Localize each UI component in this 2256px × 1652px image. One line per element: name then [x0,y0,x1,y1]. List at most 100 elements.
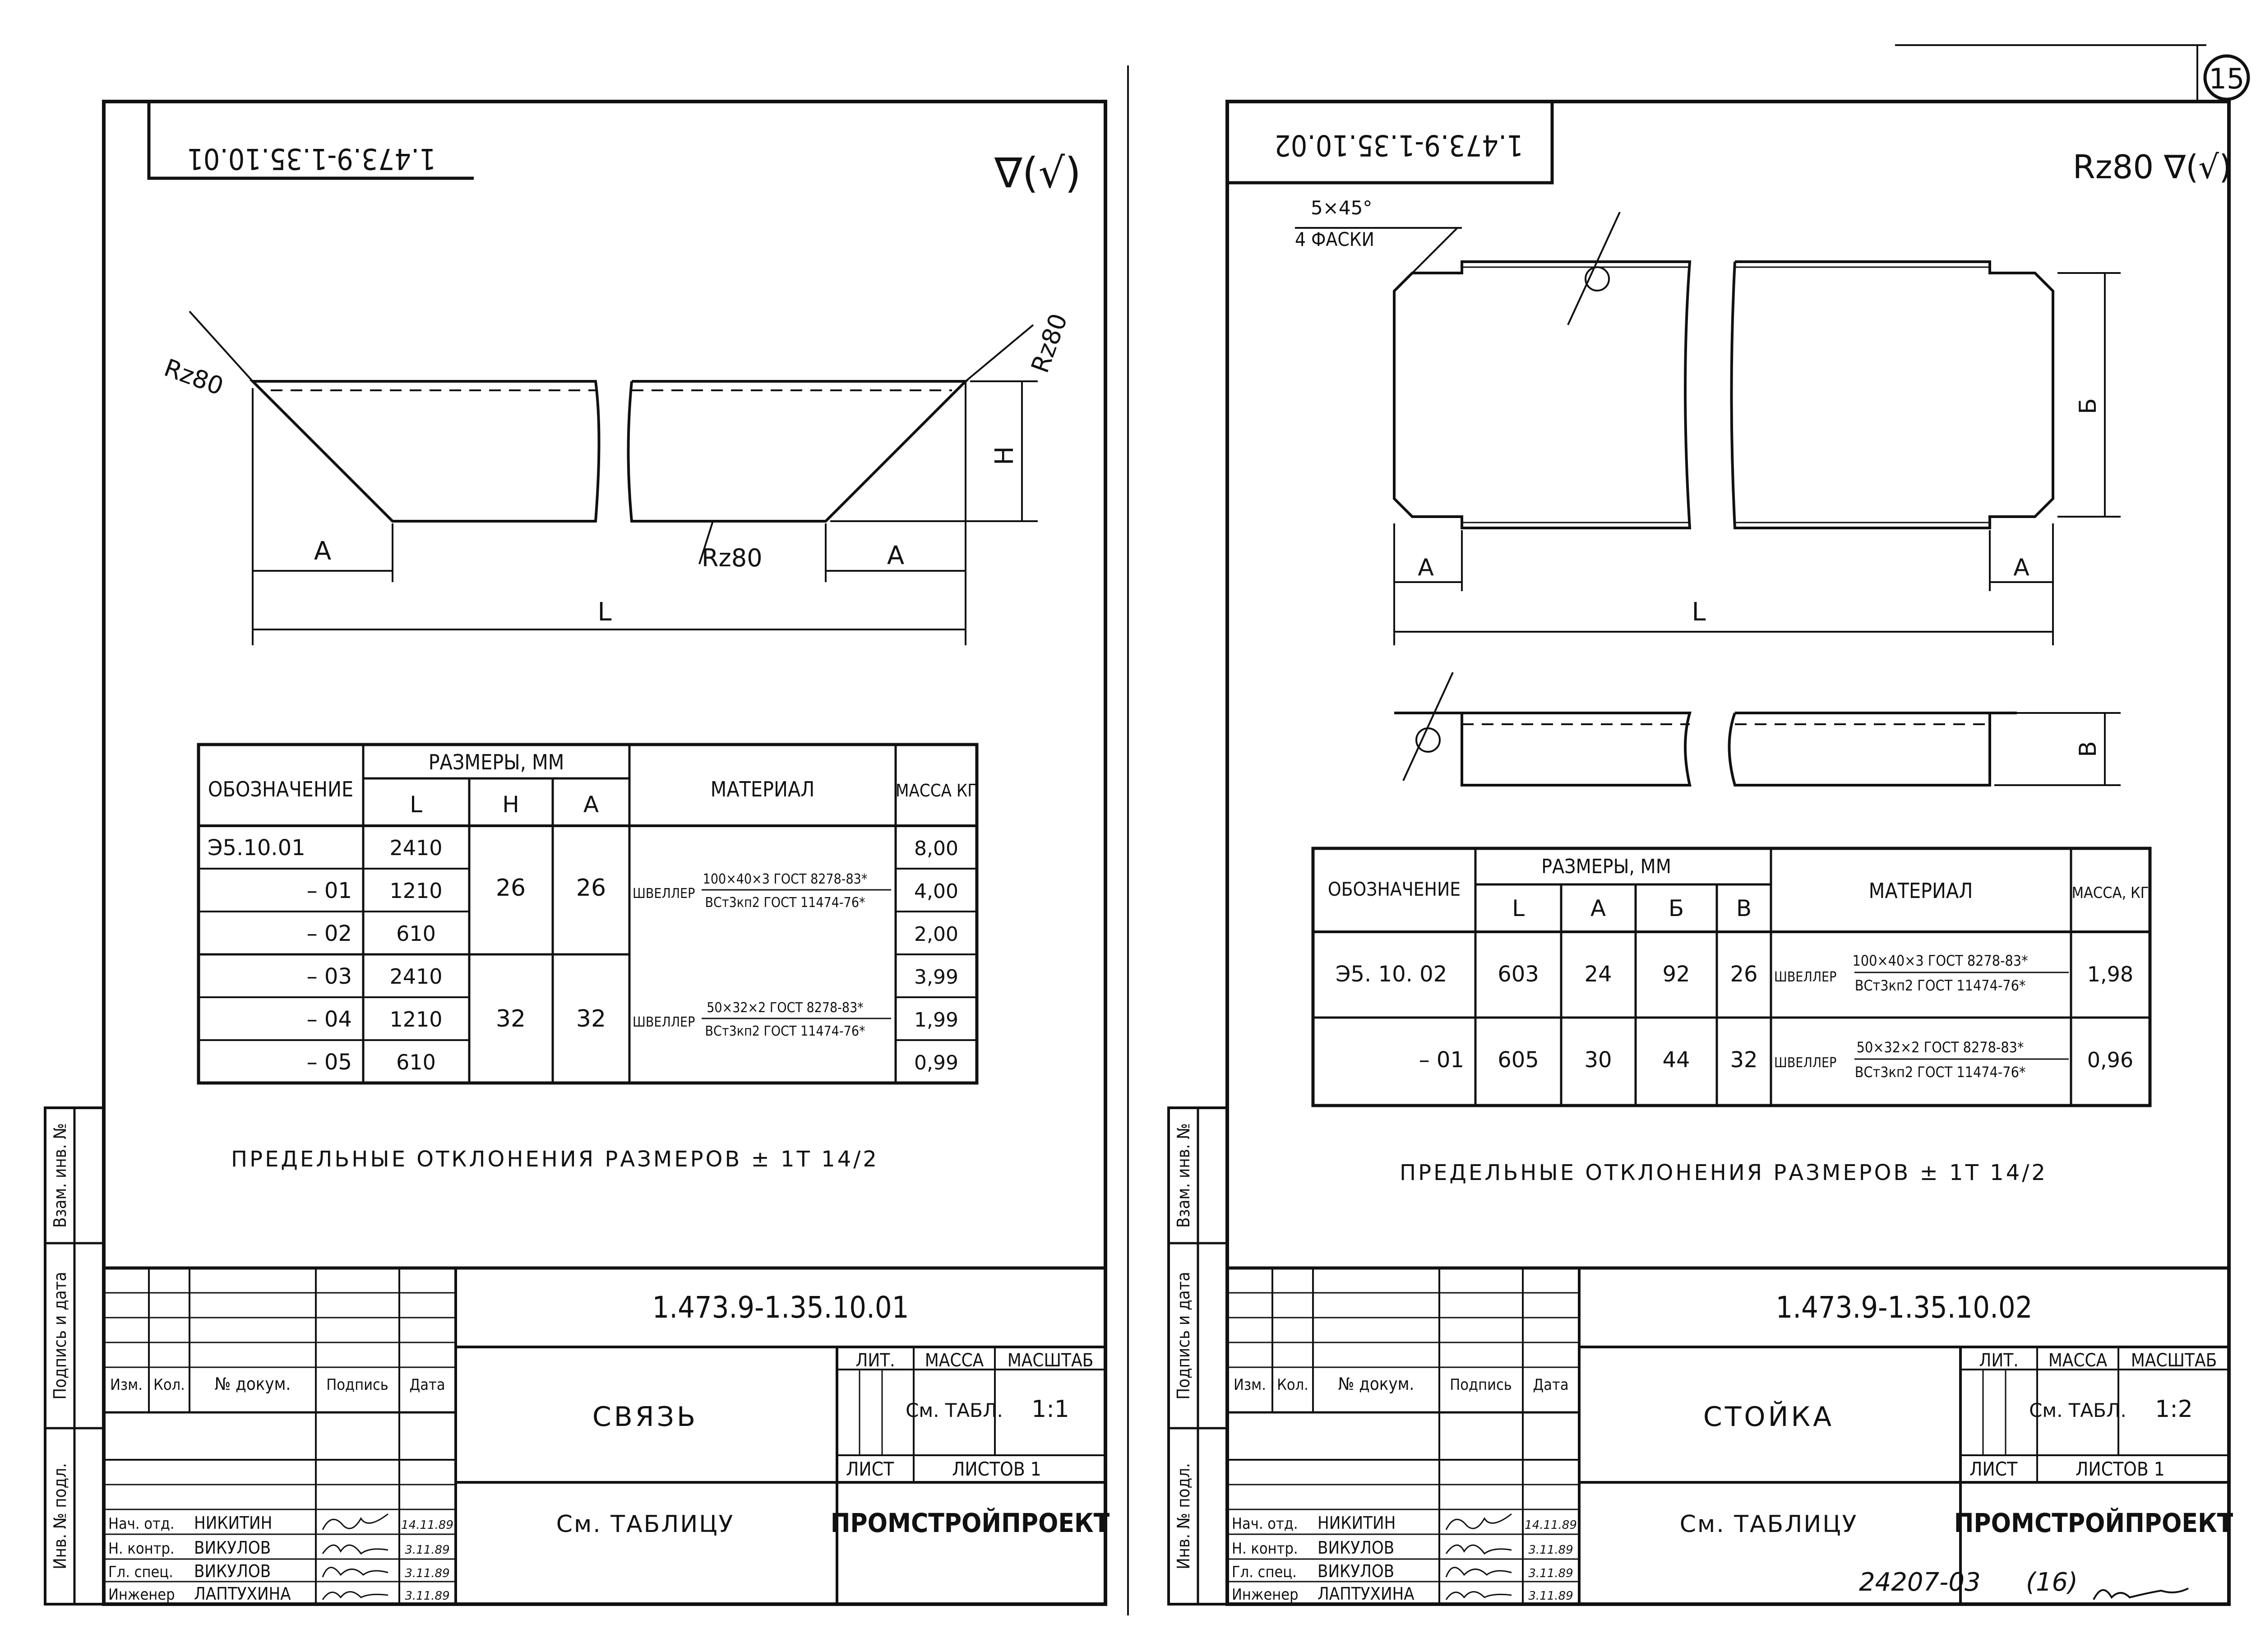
sheet-1-row-5-designation: – 05 [307,1050,352,1075]
sheet-1-row-0-mass: 8,00 [914,837,958,860]
sheet-1-col-kol: Кол. [153,1376,185,1394]
sheet-2-date-1: 3.11.89 [1528,1543,1573,1557]
sheet-1-date-1: 3.11.89 [405,1543,449,1557]
sheet-2-stamp-code: 1.473.9-1.35.10.02 [1274,128,1523,162]
sheet-1-row-3-designation: – 03 [307,964,352,989]
sheet-2-strip-podpis: Подпись и дата [1174,1272,1193,1399]
sheet-1-header-size-h: H [502,791,519,818]
archive-number: 24207-03 [1859,1568,1981,1597]
sheet-2-role-2: Гл. спец. [1232,1563,1297,1581]
sheet-1-header-size-a: A [583,791,599,818]
sheet-1-title-name: СВЯЗЬ [592,1401,698,1433]
archive-sub: (16) [2026,1568,2078,1597]
sheet-1-strip-vzam: Взам. инв. № [50,1123,70,1228]
sheet-1-strip-inv-podl: Инв. № подл. [50,1463,70,1569]
sheet-2-col-izm: Изм. [1234,1376,1266,1394]
sheet-1-header-designation: ОБОЗНАЧЕНИЕ [208,777,353,801]
page-number: 15 [2209,62,2245,95]
sheet-1-col-izm: Изм. [110,1376,143,1394]
sheet-2-row-1-v: 32 [1730,1047,1757,1073]
sheet-1-row-4-mass: 1,99 [914,1009,958,1032]
sheet-2-sheets-label: ЛИСТОВ 1 [2076,1458,2165,1480]
sheet-1-group-1-h: 32 [496,1005,526,1032]
sheet-1-group-1-a: 32 [576,1005,606,1032]
sheet-1-group-1-material-den: ВСт3кп2 ГОСТ 11474-76* [705,1023,865,1039]
sheet-1-dim-h: H [990,446,1019,465]
sheet-1-sheet-label: ЛИСТ [846,1458,894,1480]
sheet-2-name-1: ВИКУЛОВ [1318,1538,1394,1558]
sheet-1-row-2-l: 610 [396,921,436,946]
sheet-2-col-date: Дата [1533,1376,1568,1394]
sheet-2-row-0-l: 603 [1498,962,1539,987]
sheet-2-name-2: ВИКУЛОВ [1318,1561,1394,1581]
sheet-2-part-drawing: 5×45° 4 ФАСКИ A A L [1295,197,2121,787]
sheet-2-header-size-b: Б [1669,895,1684,921]
sheet-1-dim-a-right: A [887,541,904,570]
sheet-2-scale-label: МАСШТАБ [2131,1350,2217,1371]
sheet-1-row-4-l: 1210 [389,1007,442,1032]
sheet-1-scale-value: 1:1 [1031,1396,1069,1423]
sheet-1-header-material: МАТЕРИАЛ [711,777,815,801]
sheet-1-row-3-l: 2410 [389,964,442,989]
sheet-2-parts-table: ОБОЗНАЧЕНИЕ РАЗМЕРЫ, ММ L A Б В МАТЕРИАЛ… [1311,847,2152,1107]
sheet-1-title-code: 1.473.9-1.35.10.01 [652,1290,909,1325]
sheet-2-col-sign: Подпись [1450,1376,1512,1394]
sheet-2-row-1-l: 605 [1498,1047,1539,1073]
sheet-2-row-0-v: 26 [1730,962,1757,987]
sheet-1-rz-right: Rz80 [1026,310,1073,376]
sheet-2-name-3: ЛАПТУХИНА [1318,1584,1415,1604]
sheet-1-row-4-designation: – 04 [307,1007,352,1032]
sheet-2-material-ref: См. ТАБЛИЦУ [1680,1511,1858,1538]
sheet-1-col-sign: Подпись [326,1376,388,1394]
sheet-2-row-1-mass: 0,96 [2087,1048,2133,1072]
sheet-1-col-doc: № докум. [215,1374,291,1394]
page-number-circle [2203,54,2250,101]
sheet-2-date-3: 3.11.89 [1528,1589,1573,1603]
sheet-2-lit-label: ЛИТ. [1979,1350,2018,1371]
sheet-1-group-1-material-num: 50×32×2 ГОСТ 8278-83* [707,1000,864,1016]
sheet-1-name-2: ВИКУЛОВ [194,1561,271,1581]
sheet-1-part-drawing: Rz80 Rz80 Rz80 A A L H [161,310,1073,645]
sheet-2-title-block: Изм. Кол. № докум. Подпись Дата Нач. отд… [1227,1266,2233,1604]
sheet-1-organization: ПРОМСТРОЙПРОЕКТ [831,1507,1110,1538]
sheet-1-row-3-mass: 3,99 [914,966,958,989]
sheet-1-date-0: 14.11.89 [401,1518,453,1532]
sheet-1-row-0-designation: Э5.10.01 [208,835,305,861]
sheet-1-group-0-material-prefix: ШВЕЛЛЕР [633,886,695,902]
sheet-2-chamfer: 5×45° [1311,197,1372,219]
sheet-1-row-5-l: 610 [396,1050,436,1074]
sheet-1: 1.473.9-1.35.10.01 ∇(√) Rz80 Rz80 Rz80 A [44,100,1110,1606]
sheet-2-signatures [1445,1513,1512,1600]
sheet-2-row-1-material-prefix: ШВЕЛЛЕР [1774,1055,1836,1071]
sheet-1-role-1: Н. контр. [108,1540,175,1558]
sheet-2-date-0: 14.11.89 [1525,1518,1577,1532]
sheet-1-mass-label: МАССА [925,1350,984,1371]
sheet-1-header-mass: МАССА КГ [896,781,977,801]
sheet-2-tolerance-note: ПРЕДЕЛЬНЫЕ ОТКЛОНЕНИЯ РАЗМЕРОВ ± 1Т 14/2 [1400,1160,2048,1185]
sheet-2-title-name: СТОЙКА [1703,1400,1834,1433]
sheet-1-row-5-mass: 0,99 [914,1051,958,1074]
sheet-1-row-1-mass: 4,00 [914,880,958,903]
sheet-2-row-0-material-num: 100×40×3 ГОСТ 8278-83* [1853,952,2028,969]
sheet-2: 1.473.9-1.35.10.02 Rz80 ∇(√) 5×45° 4 ФАС… [1167,100,2233,1606]
sheet-1-strip-podpis: Подпись и дата [50,1272,70,1399]
sheet-1-name-3: ЛАПТУХИНА [194,1584,291,1604]
sheet-2-row-0-designation: Э5. 10. 02 [1336,962,1447,987]
sheet-2-title-code: 1.473.9-1.35.10.02 [1776,1290,2033,1325]
sheet-2-chamfer-count: 4 ФАСКИ [1295,228,1374,250]
sheet-2-header-sizes: РАЗМЕРЫ, ММ [1541,855,1671,878]
sheet-1-row-2-designation: – 02 [307,921,352,946]
sheet-2-header-material: МАТЕРИАЛ [1869,879,1973,903]
sheet-2-strip-vzam: Взам. инв. № [1174,1123,1193,1228]
sheet-2-role-1: Н. контр. [1232,1540,1298,1558]
sheet-1-lit-label: ЛИТ. [855,1350,895,1371]
sheet-1-group-0-material-den: ВСт3кп2 ГОСТ 11474-76* [705,895,865,911]
sheet-2-role-0: Нач. отд. [1232,1515,1298,1533]
sheet-1-row-2-mass: 2,00 [914,923,958,946]
sheet-1-group-0-material-num: 100×40×3 ГОСТ 8278-83* [703,871,868,887]
sheet-1-role-0: Нач. отд. [108,1515,175,1533]
sheet-1-role-2: Гл. спец. [108,1563,173,1581]
sheet-1-dim-l: L [597,597,611,627]
sheet-2-header-size-v: В [1736,895,1752,921]
